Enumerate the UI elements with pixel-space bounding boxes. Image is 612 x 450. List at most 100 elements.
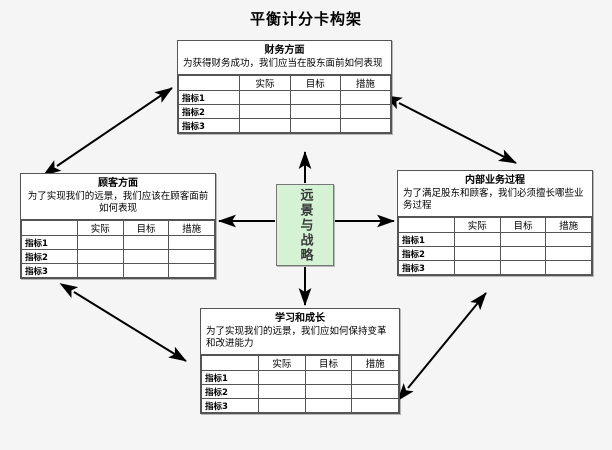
cell-actual[interactable] xyxy=(258,384,306,399)
table-row[interactable]: 指标2 xyxy=(200,384,399,399)
cell-actual[interactable] xyxy=(258,370,306,385)
cell-actual[interactable] xyxy=(453,260,501,275)
panel-internal-process[interactable]: 内部业务过程 为了满足股东和顾客，我们必须擅长哪些业务过程 实际 目标 措施 指… xyxy=(397,170,593,276)
panel-financial[interactable]: 财务方面 为获得财务成功，我们应当在股东面前如何表现 实际 目标 措施 指标1 xyxy=(177,40,392,134)
cell-measure[interactable] xyxy=(168,249,215,264)
column-header-blank xyxy=(398,217,455,233)
table-header-row: 实际 目标 措施 xyxy=(200,355,399,371)
cell-actual[interactable] xyxy=(239,104,291,119)
cell-measure[interactable] xyxy=(339,90,392,105)
table-header-row: 实际 目标 措施 xyxy=(398,217,592,233)
panel-learning-growth-table[interactable]: 实际 目标 措施 指标1 指标2 xyxy=(200,355,399,413)
column-header-measure: 措施 xyxy=(168,220,215,236)
cell-measure[interactable] xyxy=(545,232,592,247)
cell-target[interactable] xyxy=(122,263,170,278)
cell-target[interactable] xyxy=(289,104,341,119)
panel-internal-process-title: 内部业务过程 xyxy=(465,175,525,186)
panel-financial-title: 财务方面 xyxy=(264,45,305,56)
cell-target[interactable] xyxy=(304,398,353,413)
row-label-indicator-3: 指标3 xyxy=(21,263,78,278)
row-label-indicator-1: 指标1 xyxy=(177,90,241,105)
row-label-indicator-2: 指标2 xyxy=(21,249,78,264)
cell-measure[interactable] xyxy=(339,118,392,133)
column-header-actual: 实际 xyxy=(76,220,124,236)
table-row[interactable]: 指标1 xyxy=(177,90,392,105)
panel-internal-process-table[interactable]: 实际 目标 措施 指标1 指标2 xyxy=(398,217,592,275)
cell-measure[interactable] xyxy=(545,260,592,275)
panel-learning-growth-header: 学习和成长 为了实现我们的远景，我们应如何保持变革和改进能力 xyxy=(201,309,399,355)
vision-strategy-label: 远景与战略 xyxy=(297,187,313,263)
cell-target[interactable] xyxy=(122,249,170,264)
cell-measure[interactable] xyxy=(351,370,399,385)
vision-strategy-box[interactable]: 远景与战略 xyxy=(276,184,334,266)
panel-internal-process-header: 内部业务过程 为了满足股东和顾客，我们必须擅长哪些业务过程 xyxy=(398,171,592,217)
cell-actual[interactable] xyxy=(76,235,124,250)
cell-target[interactable] xyxy=(304,384,353,399)
table-row[interactable]: 指标2 xyxy=(177,104,392,119)
table-header-row: 实际 目标 措施 xyxy=(21,220,215,236)
cell-measure[interactable] xyxy=(351,384,399,399)
arrow-customer-learning-diagonal xyxy=(59,283,187,362)
panel-customer-header: 顾客方面 为了实现我们的远景，我们应该在顾客面前如何表现 xyxy=(21,174,215,220)
panel-financial-header: 财务方面 为获得财务成功，我们应当在股东面前如何表现 xyxy=(178,41,391,75)
panel-financial-description: 为获得财务成功，我们应当在股东面前如何表现 xyxy=(183,58,383,69)
column-header-measure: 措施 xyxy=(545,217,592,233)
cell-actual[interactable] xyxy=(258,398,306,413)
table-row[interactable]: 指标2 xyxy=(398,246,592,261)
row-label-indicator-3: 指标3 xyxy=(177,118,241,133)
page-title: 平衡计分卡构架 xyxy=(249,10,362,28)
table-row[interactable]: 指标3 xyxy=(21,263,215,278)
table-row[interactable]: 指标3 xyxy=(200,398,399,413)
panel-financial-table[interactable]: 实际 目标 措施 指标1 指标2 xyxy=(177,75,392,133)
cell-actual[interactable] xyxy=(76,263,124,278)
table-row[interactable]: 指标3 xyxy=(177,118,392,133)
column-header-actual: 实际 xyxy=(239,75,291,91)
column-header-target: 目标 xyxy=(499,217,547,233)
cell-target[interactable] xyxy=(289,118,341,133)
column-header-blank xyxy=(21,220,78,236)
panel-internal-process-description: 为了满足股东和顾客，我们必须擅长哪些业务过程 xyxy=(403,188,584,211)
cell-measure[interactable] xyxy=(545,246,592,261)
column-header-target: 目标 xyxy=(122,220,170,236)
table-row[interactable]: 指标1 xyxy=(200,370,399,385)
table-row[interactable]: 指标3 xyxy=(398,260,592,275)
panel-customer-table[interactable]: 实际 目标 措施 指标1 指标2 xyxy=(21,220,215,278)
column-header-actual: 实际 xyxy=(258,355,306,371)
panel-learning-growth-description: 为了实现我们的远景，我们应如何保持变革和改进能力 xyxy=(206,326,387,349)
row-label-indicator-2: 指标2 xyxy=(177,104,241,119)
cell-target[interactable] xyxy=(499,246,547,261)
column-header-measure: 措施 xyxy=(351,355,399,371)
row-label-indicator-3: 指标3 xyxy=(398,260,455,275)
cell-measure[interactable] xyxy=(168,263,215,278)
arrow-learning-internal-diagonal xyxy=(397,292,487,402)
cell-target[interactable] xyxy=(499,260,547,275)
cell-measure[interactable] xyxy=(168,235,215,250)
row-label-indicator-2: 指标2 xyxy=(200,384,260,399)
cell-target[interactable] xyxy=(122,235,170,250)
table-row[interactable]: 指标2 xyxy=(21,249,215,264)
panel-customer-title: 顾客方面 xyxy=(98,178,138,189)
cell-target[interactable] xyxy=(289,90,341,105)
cell-actual[interactable] xyxy=(76,249,124,264)
cell-actual[interactable] xyxy=(239,90,291,105)
panel-customer[interactable]: 顾客方面 为了实现我们的远景，我们应该在顾客面前如何表现 实际 目标 措施 指标… xyxy=(20,173,216,279)
cell-target[interactable] xyxy=(499,232,547,247)
cell-actual[interactable] xyxy=(239,118,291,133)
row-label-indicator-1: 指标1 xyxy=(398,232,455,247)
row-label-indicator-2: 指标2 xyxy=(398,246,455,261)
panel-learning-growth[interactable]: 学习和成长 为了实现我们的远景，我们应如何保持变革和改进能力 实际 目标 措施 … xyxy=(200,308,400,414)
table-row[interactable]: 指标1 xyxy=(21,235,215,250)
row-label-indicator-1: 指标1 xyxy=(200,370,260,385)
table-row[interactable]: 指标1 xyxy=(398,232,592,247)
cell-actual[interactable] xyxy=(453,246,501,261)
cell-measure[interactable] xyxy=(339,104,392,119)
arrow-customer-financial-diagonal xyxy=(42,87,173,176)
cell-actual[interactable] xyxy=(453,232,501,247)
column-header-blank xyxy=(200,355,260,371)
row-label-indicator-3: 指标3 xyxy=(200,398,260,413)
cell-target[interactable] xyxy=(304,370,353,385)
row-label-indicator-1: 指标1 xyxy=(21,235,78,250)
column-header-target: 目标 xyxy=(289,75,341,91)
cell-measure[interactable] xyxy=(351,398,399,413)
